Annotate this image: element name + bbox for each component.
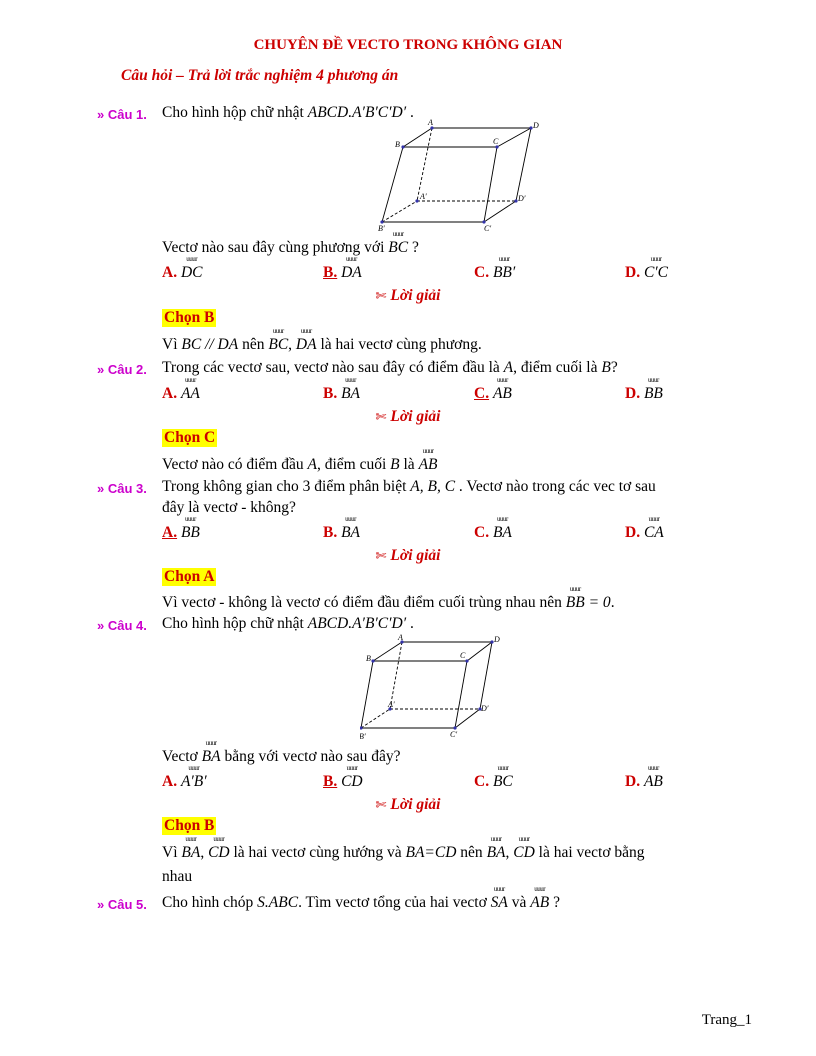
q3-option-c[interactable]: C. BA [474, 524, 512, 542]
q4-option-b[interactable]: B. CD [323, 773, 363, 791]
fig2-label-A: A [397, 633, 403, 642]
q4-option-d[interactable]: D. AB [625, 773, 663, 791]
fig1-label-B: B [395, 140, 400, 149]
fig2-label-C: C [460, 651, 466, 660]
q1-option-c[interactable]: C. BB′ [474, 264, 515, 282]
fig2-label-A1: A′ [387, 700, 395, 709]
q2-option-a[interactable]: A. AA [162, 385, 200, 403]
question-3-number: » Câu 3. [97, 481, 147, 496]
question-5-text: Cho hình chóp S.ABC. Tìm vectơ tổng của … [162, 894, 560, 912]
document-title: CHUYÊN ĐỀ VECTO TRONG KHÔNG GIAN [253, 37, 563, 53]
q4-option-c[interactable]: C. BC [474, 773, 513, 791]
question-4-number: » Câu 4. [97, 618, 147, 633]
fig1-label-D: D [532, 121, 539, 130]
q3-option-d[interactable]: D. CA [625, 524, 664, 542]
fig1-label-C: C [493, 137, 499, 146]
q3-solution-heading: ✄Lời giải [375, 547, 441, 564]
box-figure-1: A B C D A′ B′ C′ D′ [378, 118, 539, 233]
document-subtitle: Câu hỏi – Trả lời trắc nghiệm 4 phương á… [121, 67, 399, 84]
q2-explanation: Vectơ nào có điểm đầu A, điểm cuối B là … [162, 456, 438, 474]
question-1-text: Cho hình hộp chữ nhật ABCD.A′B′C′D′ . [162, 104, 414, 121]
scissors-icon: ✄ [375, 409, 387, 424]
question-2-number: » Câu 2. [97, 362, 147, 377]
question-5-number: » Câu 5. [97, 897, 147, 912]
question-4-prompt: Vectơ BA bằng với vectơ nào sau đây? [162, 748, 401, 766]
q2-option-b[interactable]: B. BA [323, 385, 360, 403]
q4-explanation-line2: nhau [162, 868, 193, 885]
q4-option-a[interactable]: A. A′B′ [162, 773, 207, 791]
q3-answer-badge: Chọn A [162, 568, 217, 586]
q1-answer-badge: Chọn B [162, 309, 217, 327]
fig2-label-D1: D′ [480, 704, 489, 713]
q1-option-d[interactable]: D. C′C [625, 264, 668, 282]
scissors-icon: ✄ [375, 797, 387, 812]
q1-explanation: Vì BC // DA nên BC, DA là hai vectơ cùng… [162, 336, 482, 354]
fig1-label-A: A [427, 118, 433, 127]
q4-answer-badge: Chọn B [162, 817, 217, 835]
q4-explanation: Vì BA, CD là hai vectơ cùng hướng và BA=… [162, 844, 645, 862]
question-3-text-line2: đây là vectơ - không? [162, 499, 296, 516]
q2-option-d[interactable]: D. BB [625, 385, 663, 403]
question-2-text: Trong các vectơ sau, vectơ nào sau đây c… [162, 359, 618, 376]
q2-solution-heading: ✄Lời giải [375, 408, 441, 425]
fig2-label-C1: C′ [450, 730, 457, 739]
fig2-label-B: B [366, 654, 371, 663]
fig1-label-A1: A′ [419, 192, 427, 201]
fig1-label-D1: D′ [517, 194, 526, 203]
scissors-icon: ✄ [375, 548, 387, 563]
question-1-prompt: Vectơ nào sau đây cùng phương với BC ? [162, 239, 419, 257]
box-figure-2: A B C D A′ B′ C′ D′ [360, 633, 500, 741]
fig2-label-D: D [493, 635, 500, 644]
question-4-text: Cho hình hộp chữ nhật ABCD.A′B′C′D′ . [162, 615, 414, 632]
fig2-label-B1: B′ [360, 732, 366, 741]
q2-option-c[interactable]: C. AB [474, 385, 512, 403]
q1-option-a[interactable]: A. DC [162, 264, 203, 282]
q1-solution-heading: ✄Lời giải [375, 287, 441, 304]
scissors-icon: ✄ [375, 288, 387, 303]
q3-option-b[interactable]: B. BA [323, 524, 360, 542]
q3-explanation: Vì vectơ - không là vectơ có điểm đầu đi… [162, 594, 615, 612]
question-3-text: Trong không gian cho 3 điểm phân biệt A,… [162, 478, 656, 495]
q3-option-a[interactable]: A. BB [162, 524, 200, 542]
fig1-label-B1: B′ [378, 224, 385, 233]
fig1-label-C1: C′ [484, 224, 491, 233]
q4-solution-heading: ✄Lời giải [375, 796, 441, 813]
question-1-number: » Câu 1. [97, 107, 147, 122]
q2-answer-badge: Chọn C [162, 429, 218, 447]
page-number: Trang_1 [701, 1012, 752, 1028]
q1-option-b[interactable]: B. DA [323, 264, 362, 282]
